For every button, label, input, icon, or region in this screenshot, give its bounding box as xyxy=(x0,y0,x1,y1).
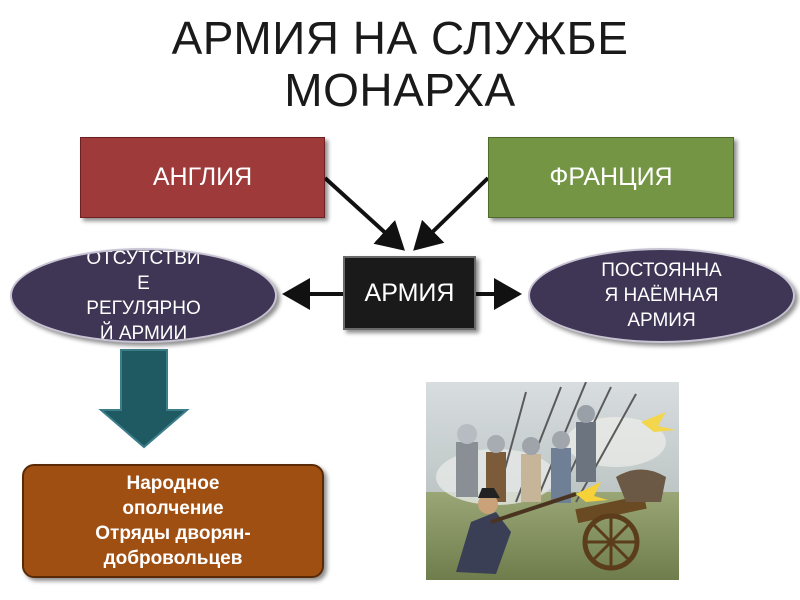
oval-left-line: Й АРМИИ xyxy=(99,322,188,343)
no-regular-army-oval: ОТСУТСТВИ Е РЕГУЛЯРНО Й АРМИИ xyxy=(10,248,277,343)
france-label: ФРАНЦИЯ xyxy=(549,163,673,191)
oval-left-line: РЕГУЛЯРНО xyxy=(86,297,201,319)
title-line-1: АРМИЯ НА СЛУЖБЕ xyxy=(171,12,629,64)
oval-right-line: АРМИЯ xyxy=(627,310,696,331)
militia-line: добровольцев xyxy=(103,548,243,569)
down-arrow xyxy=(98,349,190,449)
oval-right-line: ПОСТОЯННА xyxy=(601,260,722,281)
militia-line: ополчение xyxy=(122,498,224,519)
militia-box: Народное ополчение Отряды дворян- добров… xyxy=(22,464,324,578)
militia-line: Отряды дворян- xyxy=(95,523,251,544)
militia-line: Народное xyxy=(126,473,220,494)
england-box: АНГЛИЯ xyxy=(80,137,325,218)
army-label: АРМИЯ xyxy=(364,278,455,307)
no-regular-army-text: ОТСУТСТВИ Е РЕГУЛЯРНО Й АРМИИ xyxy=(54,248,234,343)
oval-left-line: ОТСУТСТВИ xyxy=(86,248,201,269)
title-line-2: МОНАРХА xyxy=(284,64,516,116)
arrow-france-to-army xyxy=(413,176,490,251)
arrow-england-to-army xyxy=(323,176,405,251)
battle-painting-image xyxy=(426,382,679,580)
army-box: АРМИЯ xyxy=(343,256,476,330)
permanent-mercenary-army-oval: ПОСТОЯННА Я НАЁМНАЯ АРМИЯ xyxy=(528,248,795,343)
france-box: ФРАНЦИЯ xyxy=(488,137,734,218)
permanent-mercenary-army-text: ПОСТОЯННА Я НАЁМНАЯ АРМИЯ xyxy=(567,258,757,333)
slide-title: АРМИЯ НА СЛУЖБЕ МОНАРХА xyxy=(0,12,800,116)
oval-left-line: Е xyxy=(137,272,150,294)
england-label: АНГЛИЯ xyxy=(152,163,253,191)
oval-right-line: Я НАЁМНАЯ xyxy=(604,285,719,306)
